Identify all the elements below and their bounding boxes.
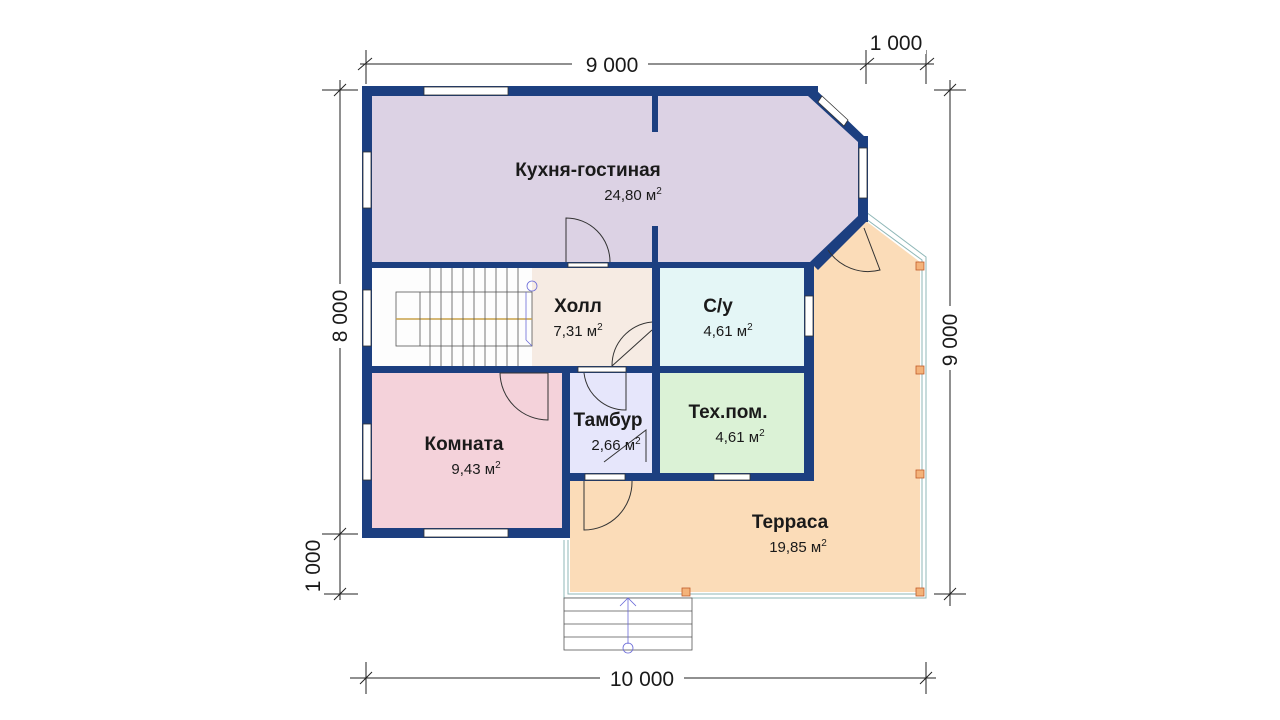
bathroom-area: 4,61 м2 xyxy=(703,322,753,340)
vestibule-area: 2,66 м2 xyxy=(591,436,641,454)
room-name: Комната xyxy=(425,434,504,455)
kitchen-living-fill xyxy=(372,96,858,262)
kitchen-living-name: Кухня-гостиная xyxy=(515,160,661,181)
vestibule-fill xyxy=(568,373,652,473)
hall-name: Холл xyxy=(554,296,602,317)
dimension-left-main: 8 000 xyxy=(329,290,352,343)
vestibule-name: Тамбур xyxy=(574,410,643,431)
entry-steps xyxy=(563,597,693,654)
dimension-bottom: 10 000 xyxy=(610,668,674,691)
windows xyxy=(362,86,868,538)
terrace-posts xyxy=(681,261,925,597)
kitchen-living-area: 24,80 м2 xyxy=(604,186,662,204)
dimension-top-extra: 1 000 xyxy=(870,32,923,55)
terrace-area: 19,85 м2 xyxy=(769,538,827,556)
staircase xyxy=(395,268,538,366)
dimension-right: 9 000 xyxy=(939,314,962,367)
terrace-fill xyxy=(570,218,920,592)
hall-area: 7,31 м2 xyxy=(553,322,603,340)
terrace-name: Терраса xyxy=(752,512,829,533)
tech-room-area: 4,61 м2 xyxy=(715,428,765,446)
bathroom-fill xyxy=(660,268,804,366)
dimension-left-extra: 1 000 xyxy=(302,540,325,593)
dimension-top-main: 9 000 xyxy=(586,54,639,77)
hall-fill xyxy=(532,268,652,366)
room-area: 9,43 м2 xyxy=(451,460,501,478)
bathroom-name: С/у xyxy=(703,296,733,317)
tech-room-name: Тех.пом. xyxy=(689,402,768,423)
doors xyxy=(499,217,881,531)
room-fill xyxy=(372,373,562,528)
tech-room-fill xyxy=(660,373,804,473)
